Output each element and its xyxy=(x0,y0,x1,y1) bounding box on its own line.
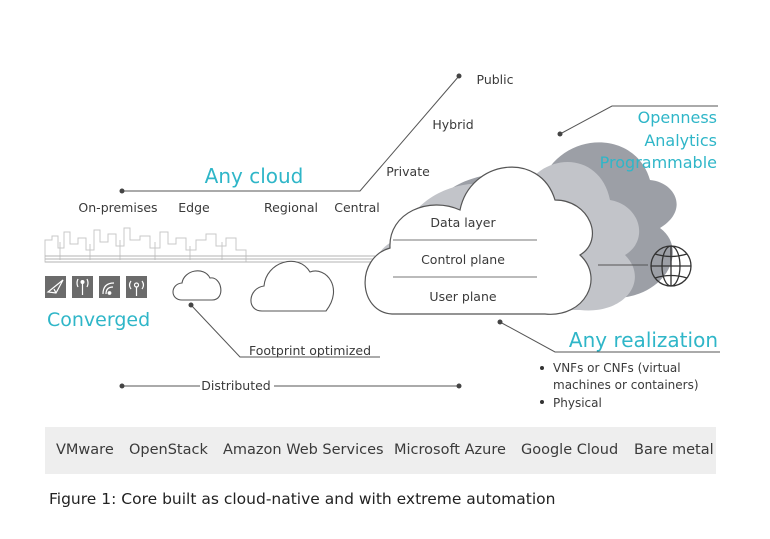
distributed-end-dot xyxy=(456,383,462,389)
any-realization-heading: Any realization xyxy=(569,328,718,352)
realization-dot xyxy=(497,319,503,325)
attribute-analytics: Analytics xyxy=(644,131,717,150)
realization-bullet-2: Physical xyxy=(553,396,602,410)
on-premises-dot xyxy=(119,188,125,194)
location-regional: Regional xyxy=(264,200,318,215)
location-edge: Edge xyxy=(178,200,210,215)
attributes-leader xyxy=(559,105,718,135)
converged-heading: Converged xyxy=(47,309,150,331)
provider-openstack: OpenStack xyxy=(129,442,208,458)
cell-tower-icon xyxy=(76,278,89,295)
location-on-premises: On-premises xyxy=(78,200,157,215)
provider-google-cloud: Google Cloud xyxy=(521,442,619,458)
realization-bullet-1-line-2: machines or containers) xyxy=(553,378,699,392)
provider-bar: VMware OpenStack Amazon Web Services Mic… xyxy=(45,427,716,474)
city-skyline xyxy=(44,227,247,263)
globe-icon xyxy=(650,245,692,287)
bullet-dot xyxy=(540,366,544,370)
provider-bare-metal: Bare metal xyxy=(634,442,714,458)
provider-vmware: VMware xyxy=(56,442,114,458)
realization-bullet-1-line-1: VNFs or CNFs (virtual xyxy=(553,361,681,375)
attribute-programmable: Programmable xyxy=(600,153,717,172)
layer-dividers xyxy=(393,239,537,278)
wifi-icon xyxy=(102,282,115,295)
paper-plane-icon xyxy=(46,279,64,294)
small-cloud-right xyxy=(250,260,334,312)
bullet-dot xyxy=(540,400,544,404)
layer-user-plane: User plane xyxy=(429,289,496,304)
cloud-type-hybrid: Hybrid xyxy=(432,117,473,132)
small-cloud-left xyxy=(172,270,222,301)
footprint-leader xyxy=(190,304,380,358)
realization-leader xyxy=(499,321,720,353)
provider-azure: Microsoft Azure xyxy=(394,442,506,458)
broadcast-antenna-icon xyxy=(128,280,145,296)
any-cloud-heading: Any cloud xyxy=(205,164,304,188)
layer-data: Data layer xyxy=(430,215,496,230)
network-lines xyxy=(45,255,385,263)
distributed-label-bg xyxy=(200,378,274,394)
distributed-start-dot xyxy=(119,383,125,389)
attribute-openness: Openness xyxy=(638,108,717,127)
cloud-type-private: Private xyxy=(386,164,430,179)
figure-caption: Figure 1: Core built as cloud-native and… xyxy=(49,490,556,508)
public-dot xyxy=(456,73,462,79)
layer-control-plane: Control plane xyxy=(421,252,505,267)
location-central: Central xyxy=(334,200,380,215)
cloud-type-public: Public xyxy=(477,72,514,87)
distributed-label: Distributed xyxy=(201,378,271,393)
converged-icons xyxy=(45,276,147,298)
provider-aws: Amazon Web Services xyxy=(223,442,384,458)
any-cloud-leader xyxy=(122,75,460,192)
footprint-dot xyxy=(188,302,194,308)
attributes-dot xyxy=(557,131,563,137)
footprint-optimized-label: Footprint optimized xyxy=(249,343,371,358)
